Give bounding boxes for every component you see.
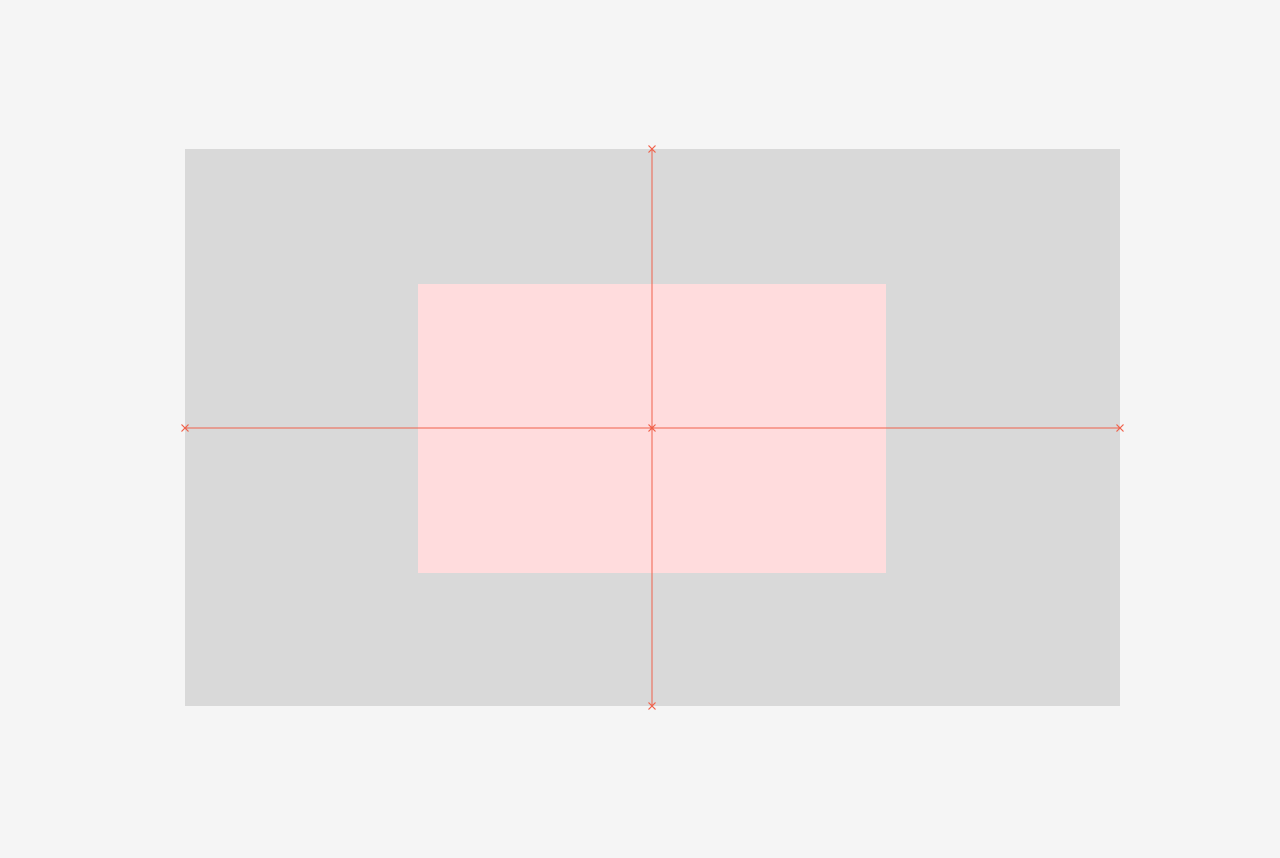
- left-endpoint-x-mark-icon: [181, 424, 189, 432]
- bottom-endpoint-x-mark-icon: [648, 702, 656, 710]
- right-endpoint-x-mark-icon: [1116, 424, 1124, 432]
- top-endpoint-x-mark-icon: [648, 145, 656, 153]
- center-x-mark-icon: [648, 424, 656, 432]
